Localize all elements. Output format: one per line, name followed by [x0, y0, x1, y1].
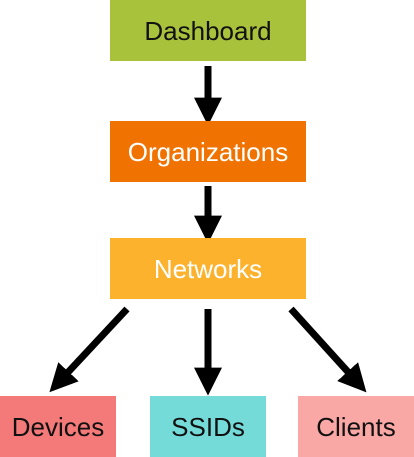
arrow-networks-to-devices [49, 306, 130, 393]
node-ssids-label: SSIDs [171, 411, 245, 442]
node-networks-label: Networks [153, 253, 263, 284]
node-dashboard: Dashboard [110, 0, 306, 61]
arrow-networks-to-clients [288, 306, 367, 393]
node-networks: Networks [110, 238, 306, 299]
node-dashboard-label: Dashboard [144, 15, 272, 46]
node-devices: Devices [0, 396, 116, 457]
node-devices-label: Devices [11, 411, 105, 442]
node-ssids: SSIDs [150, 396, 266, 457]
node-clients-label: Clients [316, 411, 396, 442]
node-organizations: Organizations [110, 121, 306, 182]
node-clients: Clients [298, 396, 414, 457]
node-organizations-label: Organizations [127, 136, 289, 167]
